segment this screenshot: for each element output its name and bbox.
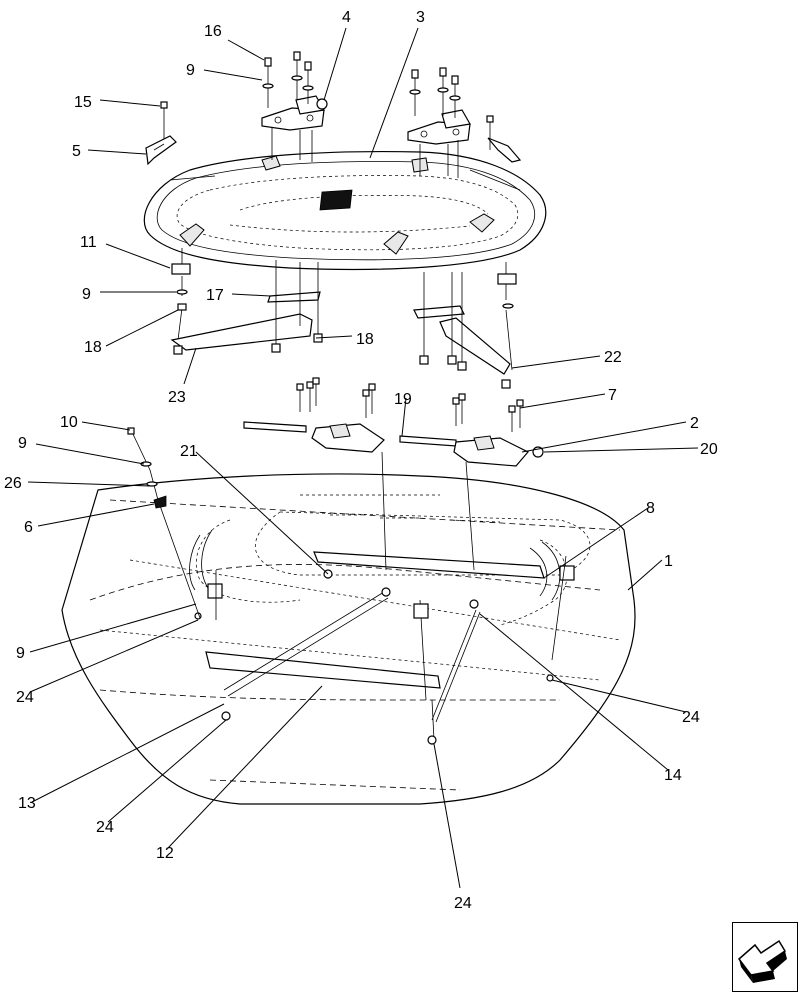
next-page-arrow-icon [737, 939, 787, 983]
callout-24: 24 [454, 895, 472, 912]
callout-9: 9 [186, 62, 195, 79]
callout-9: 9 [82, 286, 91, 303]
callout-8: 8 [646, 500, 655, 517]
callout-4: 4 [342, 9, 351, 26]
callout-5: 5 [72, 143, 81, 160]
callout-9: 9 [18, 435, 27, 452]
top-fasteners [160, 51, 494, 178]
callout-18: 18 [84, 339, 102, 356]
callout-3: 3 [416, 9, 425, 26]
headliner-tray [143, 150, 547, 271]
tray-lower-hardware [170, 248, 517, 389]
hinge-bracket-right [407, 109, 471, 145]
lower-frame [194, 451, 575, 745]
callout-2: 2 [690, 415, 699, 432]
callouts: 16 4 3 9 15 5 11 9 18 17 18 22 23 10 19 … [4, 9, 718, 912]
latch-right [487, 137, 522, 163]
callout-20: 20 [700, 441, 718, 458]
roof-panel [61, 473, 636, 805]
callout-13: 13 [18, 795, 36, 812]
leader-lines [27, 27, 699, 889]
callout-24: 24 [16, 689, 34, 706]
callout-26: 26 [4, 475, 22, 492]
callout-24: 24 [682, 709, 700, 726]
callout-9: 9 [16, 645, 25, 662]
callout-15: 15 [74, 94, 92, 111]
callout-1: 1 [664, 553, 673, 570]
hinge-rod-assembly [243, 377, 544, 467]
callout-12: 12 [156, 845, 174, 862]
callout-11: 11 [80, 234, 97, 251]
front-left-fasteners [127, 427, 567, 661]
next-page-button[interactable] [732, 922, 798, 992]
callout-22: 22 [604, 349, 622, 366]
hinge-bracket-left [261, 95, 328, 131]
callout-14: 14 [664, 767, 682, 784]
callout-19: 19 [394, 391, 412, 408]
callout-16: 16 [204, 23, 222, 40]
callout-10: 10 [60, 414, 78, 431]
callout-23: 23 [168, 389, 186, 406]
latch-left [145, 135, 177, 166]
callout-17: 17 [206, 287, 224, 304]
callout-18: 18 [356, 331, 374, 348]
callout-21: 21 [180, 443, 198, 460]
callout-6: 6 [24, 519, 33, 536]
callout-7: 7 [608, 387, 617, 404]
callout-24: 24 [96, 819, 114, 836]
